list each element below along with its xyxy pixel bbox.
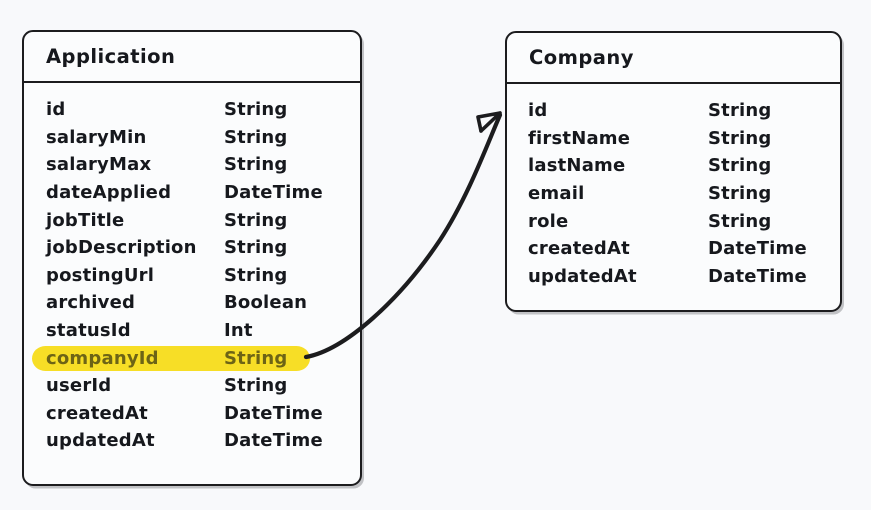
field-type: DateTime bbox=[708, 238, 807, 260]
field-name: salaryMin bbox=[46, 126, 147, 148]
field-row[interactable]: archived Boolean bbox=[24, 289, 360, 317]
field-name: email bbox=[528, 183, 585, 205]
field-name: postingUrl bbox=[46, 264, 155, 286]
field-row[interactable]: id String bbox=[24, 96, 360, 124]
field-name: salaryMax bbox=[46, 154, 152, 176]
entity-application-header: Application bbox=[24, 32, 360, 83]
field-type: DateTime bbox=[224, 182, 323, 204]
field-name: jobDescription bbox=[46, 237, 197, 259]
field-name: archived bbox=[46, 292, 136, 314]
field-row[interactable]: jobDescription String bbox=[24, 234, 360, 262]
field-type: Boolean bbox=[224, 292, 308, 314]
field-type: DateTime bbox=[224, 430, 323, 452]
field-row[interactable]: updatedAt DateTime bbox=[24, 427, 360, 455]
field-name: userId bbox=[46, 375, 112, 397]
field-row[interactable]: salaryMin String bbox=[24, 124, 360, 152]
field-type: String bbox=[708, 100, 772, 122]
field-type: String bbox=[224, 209, 288, 231]
field-row[interactable]: email String bbox=[507, 180, 840, 208]
field-name: lastName bbox=[528, 155, 626, 177]
field-type: String bbox=[224, 375, 288, 397]
field-type: DateTime bbox=[224, 402, 323, 424]
entity-company[interactable]: Company id String firstName String lastN… bbox=[505, 31, 842, 312]
field-row[interactable]: userId String bbox=[24, 372, 360, 400]
field-type: String bbox=[708, 183, 772, 205]
highlight-marker bbox=[32, 345, 310, 371]
entity-application-title: Application bbox=[46, 45, 176, 68]
entity-company-fields: id String firstName String lastName Stri… bbox=[507, 84, 840, 304]
field-name: role bbox=[528, 210, 569, 232]
field-type: String bbox=[224, 99, 288, 121]
field-row[interactable]: updatedAt DateTime bbox=[507, 263, 840, 291]
field-name: createdAt bbox=[46, 402, 148, 424]
entity-company-header: Company bbox=[507, 33, 840, 84]
entity-company-title: Company bbox=[529, 46, 634, 69]
field-name: companyId bbox=[46, 347, 159, 369]
field-row[interactable]: statusId Int bbox=[24, 317, 360, 345]
field-type: String bbox=[224, 264, 288, 286]
field-type: DateTime bbox=[708, 265, 807, 287]
field-row[interactable]: firstName String bbox=[507, 125, 840, 153]
field-type: String bbox=[224, 154, 288, 176]
arrowhead-icon bbox=[476, 111, 502, 133]
field-name: firstName bbox=[528, 127, 631, 149]
field-name: id bbox=[528, 100, 548, 122]
field-name: updatedAt bbox=[46, 430, 155, 452]
field-name: updatedAt bbox=[528, 265, 637, 287]
field-name: jobTitle bbox=[46, 209, 125, 231]
field-row[interactable]: createdAt DateTime bbox=[507, 235, 840, 263]
field-name: createdAt bbox=[528, 238, 630, 260]
field-type: String bbox=[708, 127, 772, 149]
field-type: String bbox=[708, 155, 772, 177]
field-type: String bbox=[708, 210, 772, 232]
field-name: dateApplied bbox=[46, 182, 172, 204]
field-row-company-id[interactable]: companyId String bbox=[24, 344, 360, 372]
field-type: String bbox=[224, 237, 288, 259]
field-type: String bbox=[224, 126, 288, 148]
field-row[interactable]: jobTitle String bbox=[24, 206, 360, 234]
field-row[interactable]: salaryMax String bbox=[24, 151, 360, 179]
entity-application[interactable]: Application id String salaryMin String s… bbox=[22, 30, 362, 486]
field-row[interactable]: dateApplied DateTime bbox=[24, 179, 360, 207]
field-row[interactable]: role String bbox=[507, 207, 840, 235]
field-name: id bbox=[46, 99, 66, 121]
field-type: Int bbox=[224, 320, 253, 342]
field-name: statusId bbox=[46, 320, 131, 342]
field-row[interactable]: lastName String bbox=[507, 152, 840, 180]
field-type: String bbox=[224, 347, 288, 369]
field-row[interactable]: postingUrl String bbox=[24, 262, 360, 290]
field-row[interactable]: id String bbox=[507, 97, 840, 125]
entity-application-fields: id String salaryMin String salaryMax Str… bbox=[24, 83, 360, 469]
field-row[interactable]: createdAt DateTime bbox=[24, 400, 360, 428]
